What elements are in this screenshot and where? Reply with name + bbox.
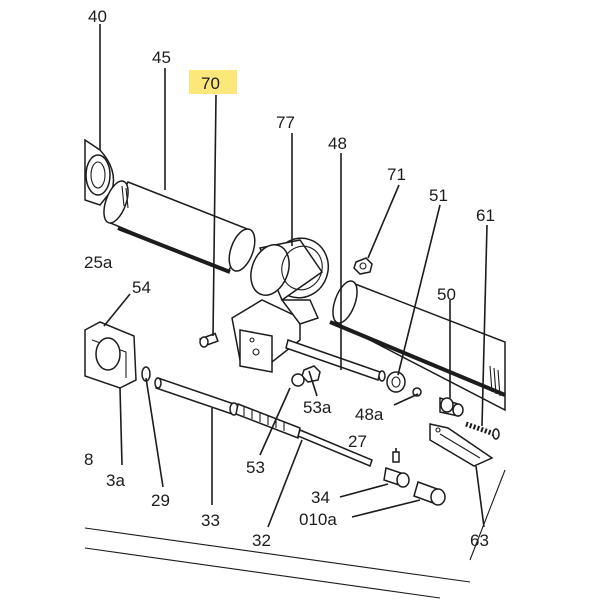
label-45: 45: [152, 48, 171, 67]
base-line-2: [84, 547, 441, 599]
leader-lines: [99, 24, 488, 528]
label-34: 34: [311, 488, 330, 507]
part-63-plate: [429, 423, 494, 467]
label-77: 77: [276, 113, 295, 132]
label-3a: 3a: [106, 471, 125, 490]
label-48: 48: [328, 134, 347, 153]
part-010a-cylinder: [413, 481, 446, 506]
label-51: 51: [429, 186, 448, 205]
label-010a: 010a: [299, 510, 337, 529]
part-34-sleeve: [383, 467, 410, 488]
base-line: [84, 527, 471, 583]
label-53: 53: [246, 458, 265, 477]
label-33: 33: [201, 511, 220, 530]
label-70-highlight: [189, 70, 237, 94]
part-70-screw: [199, 332, 219, 348]
label-54: 54: [132, 278, 151, 297]
label-63: 63: [470, 531, 489, 550]
part-77-collar: [250, 237, 329, 302]
right-tube: [329, 280, 506, 412]
part-61-spring: [465, 421, 501, 440]
part-71-nut: [353, 257, 373, 275]
label-8: 8: [84, 450, 93, 469]
part-53-nut: [291, 373, 305, 387]
part-40-nut: [84, 138, 115, 206]
label-71: 71: [387, 165, 406, 184]
part-33-shaft: [154, 377, 239, 416]
part-48a-ring: [412, 387, 422, 397]
label-27: 27: [348, 432, 367, 451]
part-50-fitting: [439, 396, 464, 417]
part-48-rod: [285, 339, 386, 382]
label-32: 32: [252, 531, 271, 550]
part-45-tube: [103, 180, 256, 274]
part-51-bushing: [386, 371, 406, 393]
label-40: 40: [88, 7, 107, 26]
bracket-assembly: [231, 299, 320, 373]
part-32-screw-rod: [235, 402, 373, 468]
label-61: 61: [476, 206, 495, 225]
right-edge-line: [469, 469, 506, 561]
label-25a: 25a: [84, 253, 113, 272]
label-48a: 48a: [355, 405, 384, 424]
label-70: 70: [201, 74, 220, 93]
part-54-bracket: [84, 321, 137, 389]
part-27-pin: [392, 451, 400, 463]
label-53a: 53a: [303, 398, 332, 417]
label-29: 29: [151, 491, 170, 510]
label-50: 50: [437, 285, 456, 304]
